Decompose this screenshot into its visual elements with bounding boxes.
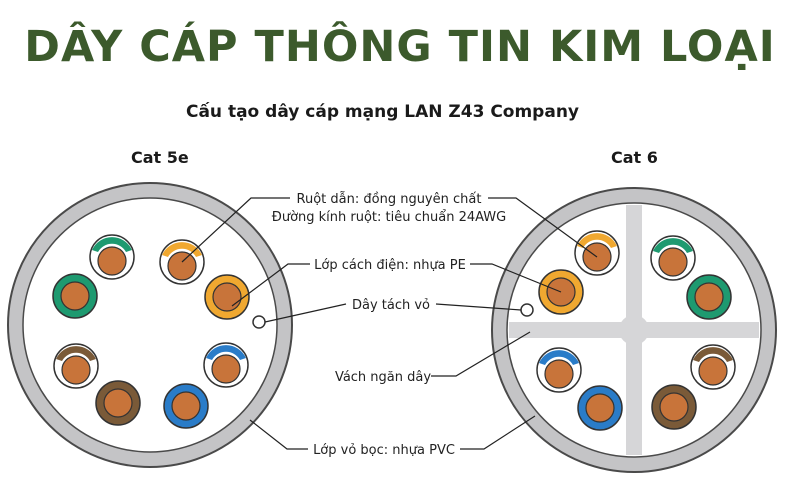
cat6-separator — [509, 205, 759, 455]
label-conductor-line2: Đường kính ruột: tiêu chuẩn 24AWG — [272, 210, 506, 225]
cat6-wire-brown — [651, 384, 697, 430]
cat5e-ripcord — [252, 315, 266, 329]
leader-lines — [181, 197, 598, 450]
cat5e-wire-white-blue — [203, 342, 249, 388]
cat6-wire-white-green — [650, 235, 696, 281]
label-jacket: Lớp vỏ bọc: nhựa PVC — [313, 443, 455, 458]
cat6-wire-white-orange — [574, 230, 620, 276]
leader-jacket-right — [460, 415, 536, 450]
leader-ripcord-left — [264, 303, 347, 323]
cat6-label: Cat 6 — [611, 148, 658, 167]
label-ripcord: Dây tách vỏ — [352, 298, 430, 313]
cat6-wire-green — [686, 274, 732, 320]
cat5e-wire-brown — [95, 380, 141, 426]
cat6-cable — [491, 187, 777, 473]
cat5e-label: Cat 5e — [131, 148, 189, 167]
leader-separator — [431, 331, 531, 377]
cat5e-wire-blue — [163, 383, 209, 429]
subtitle: Cấu tạo dây cáp mạng LAN Z43 Company — [185, 102, 580, 122]
leader-insulation-right — [470, 263, 562, 293]
cat6-ripcord — [520, 303, 534, 317]
cat5e-wire-white-brown — [53, 343, 99, 389]
cat5e-cable — [7, 182, 293, 468]
label-separator: Vách ngăn dây — [335, 370, 431, 385]
cat6-wire-white-blue — [536, 347, 582, 393]
cat6-wire-white-brown — [690, 344, 736, 390]
cat5e-wire-white-green — [89, 234, 135, 280]
label-insulation: Lớp cách điện: nhựa PE — [314, 258, 466, 273]
cat5e-core — [22, 197, 278, 453]
cat5e-wire-orange — [204, 274, 250, 320]
cat5e-wire-green — [52, 273, 98, 319]
leader-conductor-right — [488, 197, 598, 258]
leader-jacket-left — [249, 419, 308, 450]
leader-insulation-left — [231, 263, 310, 307]
leader-conductor-left — [181, 197, 290, 263]
cat6-wire-blue — [577, 385, 623, 431]
main-title: DÂY CÁP THÔNG TIN KIM LOẠI — [24, 22, 776, 72]
leader-ripcord-right — [435, 303, 522, 311]
label-conductor-line1: Ruột dẫn: đồng nguyên chất — [297, 192, 482, 207]
